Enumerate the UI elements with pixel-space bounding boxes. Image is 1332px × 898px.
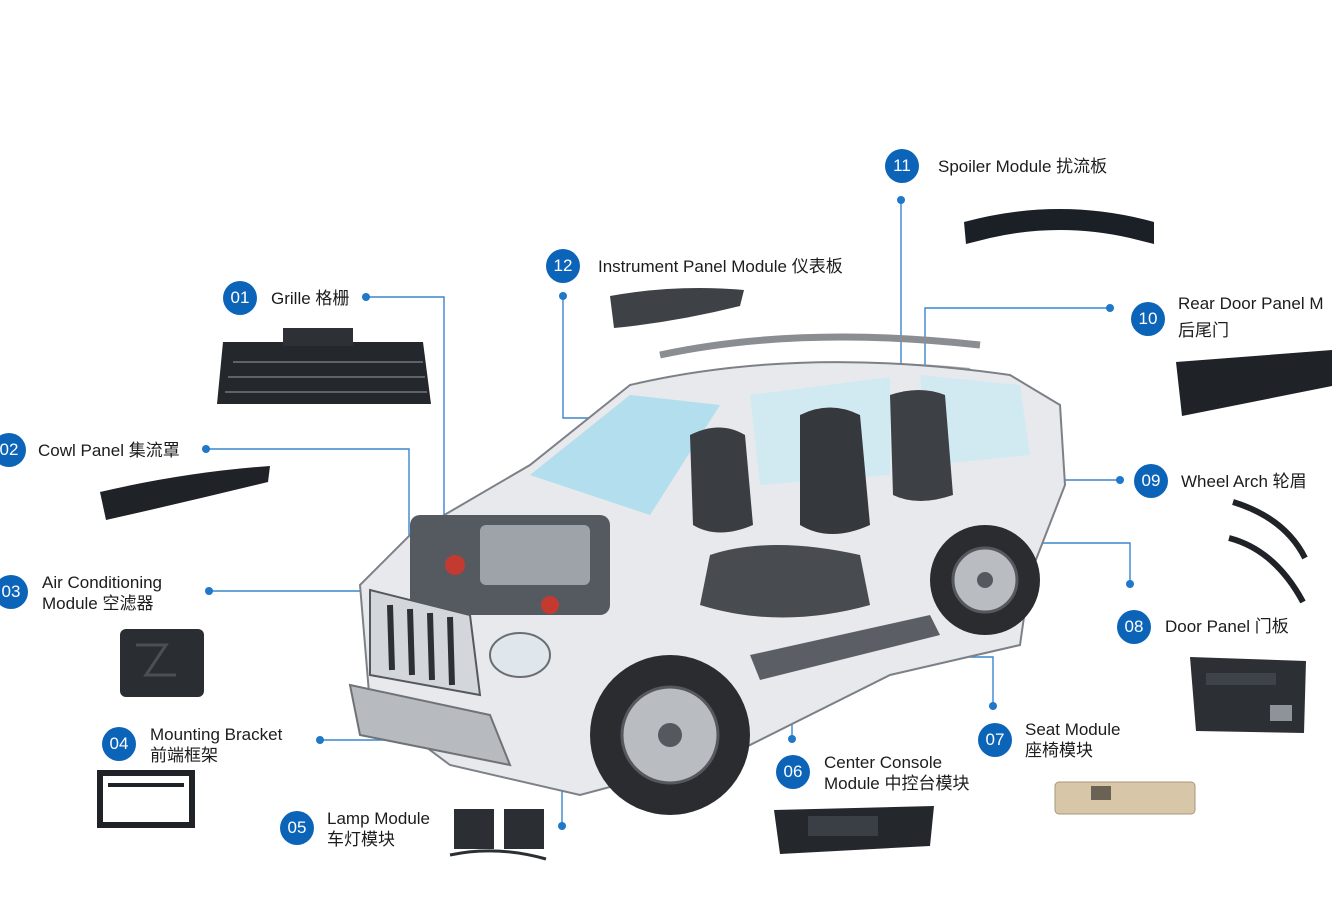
spoiler-part-image	[964, 209, 1154, 244]
callout-label-spoiler-module: Spoiler Module 扰流板	[938, 157, 1108, 176]
callout-badge-11: 11	[885, 149, 919, 183]
callout-label-lamp-module: Lamp Module	[327, 809, 431, 828]
callout-badge-01: 01	[223, 281, 257, 315]
callout-dot-11	[897, 196, 905, 204]
callout-badge-09: 09	[1134, 464, 1168, 498]
rear-door-panel-part-image	[1176, 350, 1332, 416]
callout-dot-09	[1116, 476, 1124, 484]
callout-label-grille: Grille 格栅	[271, 289, 350, 308]
callout-dot-07	[989, 702, 997, 710]
callout-badge-04: 04	[102, 727, 136, 761]
callout-badge-07: 07	[978, 723, 1012, 757]
callout-label-center-console-2: Module 中控台模块	[824, 774, 970, 793]
instrument-panel-part-image	[610, 288, 744, 328]
callout-label-lamp-module-2: 车灯模块	[327, 830, 395, 849]
callout-dot-10	[1106, 304, 1114, 312]
callout-label-seat-module: Seat Module	[1025, 720, 1121, 739]
callout-badge-03: 03	[0, 575, 28, 609]
callout-badge-02: 02	[0, 433, 26, 467]
callout-dot-01	[362, 293, 370, 301]
callout-dot-05	[558, 822, 566, 830]
callout-dot-03	[205, 587, 213, 595]
callout-label-door-panel: Door Panel 门板	[1165, 617, 1289, 636]
callout-label-air-conditioning: Air Conditioning	[42, 573, 163, 592]
cowl-panel-part-image	[100, 466, 270, 520]
grille-part-image	[217, 328, 431, 404]
callout-dot-06	[788, 735, 796, 743]
wheel-arch-part-image	[1228, 499, 1308, 604]
callout-label-seat-module-2: 座椅模块	[1025, 741, 1093, 760]
callout-dot-04	[316, 736, 324, 744]
callout-dot-12	[559, 292, 567, 300]
callout-dot-02	[202, 445, 210, 453]
callout-label-cowl-panel: Cowl Panel 集流罩	[38, 441, 180, 460]
mounting-bracket-part-image	[97, 770, 195, 828]
callout-badge-06: 06	[776, 755, 810, 789]
suv-cutaway-illustration	[348, 333, 1067, 815]
callout-label-rear-door-panel: Rear Door Panel M	[1178, 294, 1324, 313]
center-console-part-image	[774, 806, 934, 854]
callout-badge-10: 10	[1131, 302, 1165, 336]
callout-label-center-console: Center Console	[824, 753, 943, 772]
callout-label-air-conditioning-2: Module 空滤器	[42, 594, 154, 613]
callout-label-instrument-panel: Instrument Panel Module 仪表板	[598, 257, 843, 276]
callout-label-mounting-bracket: Mounting Bracket	[150, 725, 283, 744]
callout-badge-12: 12	[546, 249, 580, 283]
callout-badge-05: 05	[280, 811, 314, 845]
lamp-module-part-image	[449, 809, 547, 861]
callout-badge-08: 08	[1117, 610, 1151, 644]
seat-module-part-image	[1054, 781, 1196, 815]
callout-label-mounting-bracket-2: 前端框架	[150, 746, 218, 765]
air-conditioning-part-image	[120, 629, 204, 697]
callout-dot-08	[1126, 580, 1134, 588]
callout-label-wheel-arch: Wheel Arch 轮眉	[1181, 472, 1307, 491]
door-panel-part-image	[1190, 657, 1306, 733]
callout-label-rear-door-panel-2: 后尾门	[1178, 321, 1229, 340]
